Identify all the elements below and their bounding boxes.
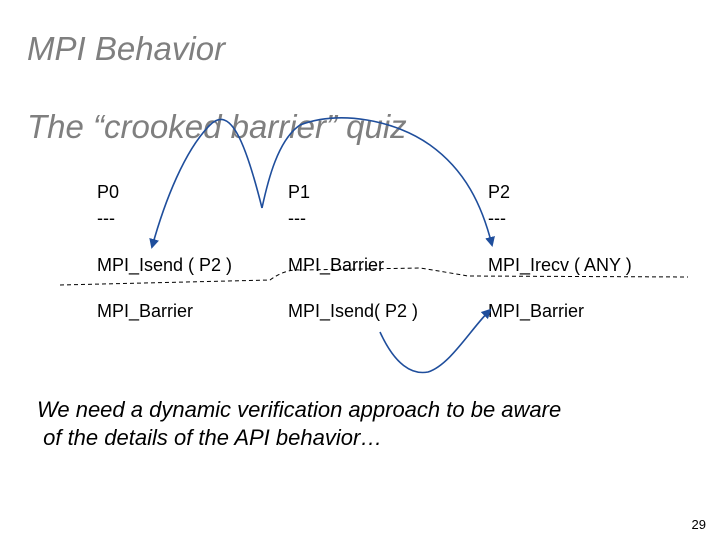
header-p2-dash: --- xyxy=(488,208,506,228)
p2-call-2: MPI_Barrier xyxy=(488,301,585,321)
header-p1-dash: --- xyxy=(288,208,306,228)
arrow-to-p2 xyxy=(261,117,495,247)
arrow-isend-to-p2 xyxy=(379,308,492,374)
p0-call-2: MPI_Barrier xyxy=(97,301,194,321)
slide-subtitle: The “crooked barrier” quiz xyxy=(27,108,407,145)
p2-call-1: MPI_Irecv ( ANY ) xyxy=(488,255,632,275)
slide-title: MPI Behavior xyxy=(27,30,226,67)
header-p2: P2 xyxy=(488,182,511,202)
header-p1: P1 xyxy=(288,182,311,202)
header-p0: P0 xyxy=(97,182,120,202)
page-number: 29 xyxy=(691,517,706,532)
header-p0-dash: --- xyxy=(97,208,115,228)
conclusion-text: We need a dynamic verification approach … xyxy=(37,397,562,450)
p1-call-2: MPI_Isend( P2 ) xyxy=(288,301,419,321)
arrow-to-p0 xyxy=(149,118,263,249)
p0-call-1: MPI_Isend ( P2 ) xyxy=(97,255,233,275)
barrier-line xyxy=(59,267,689,286)
